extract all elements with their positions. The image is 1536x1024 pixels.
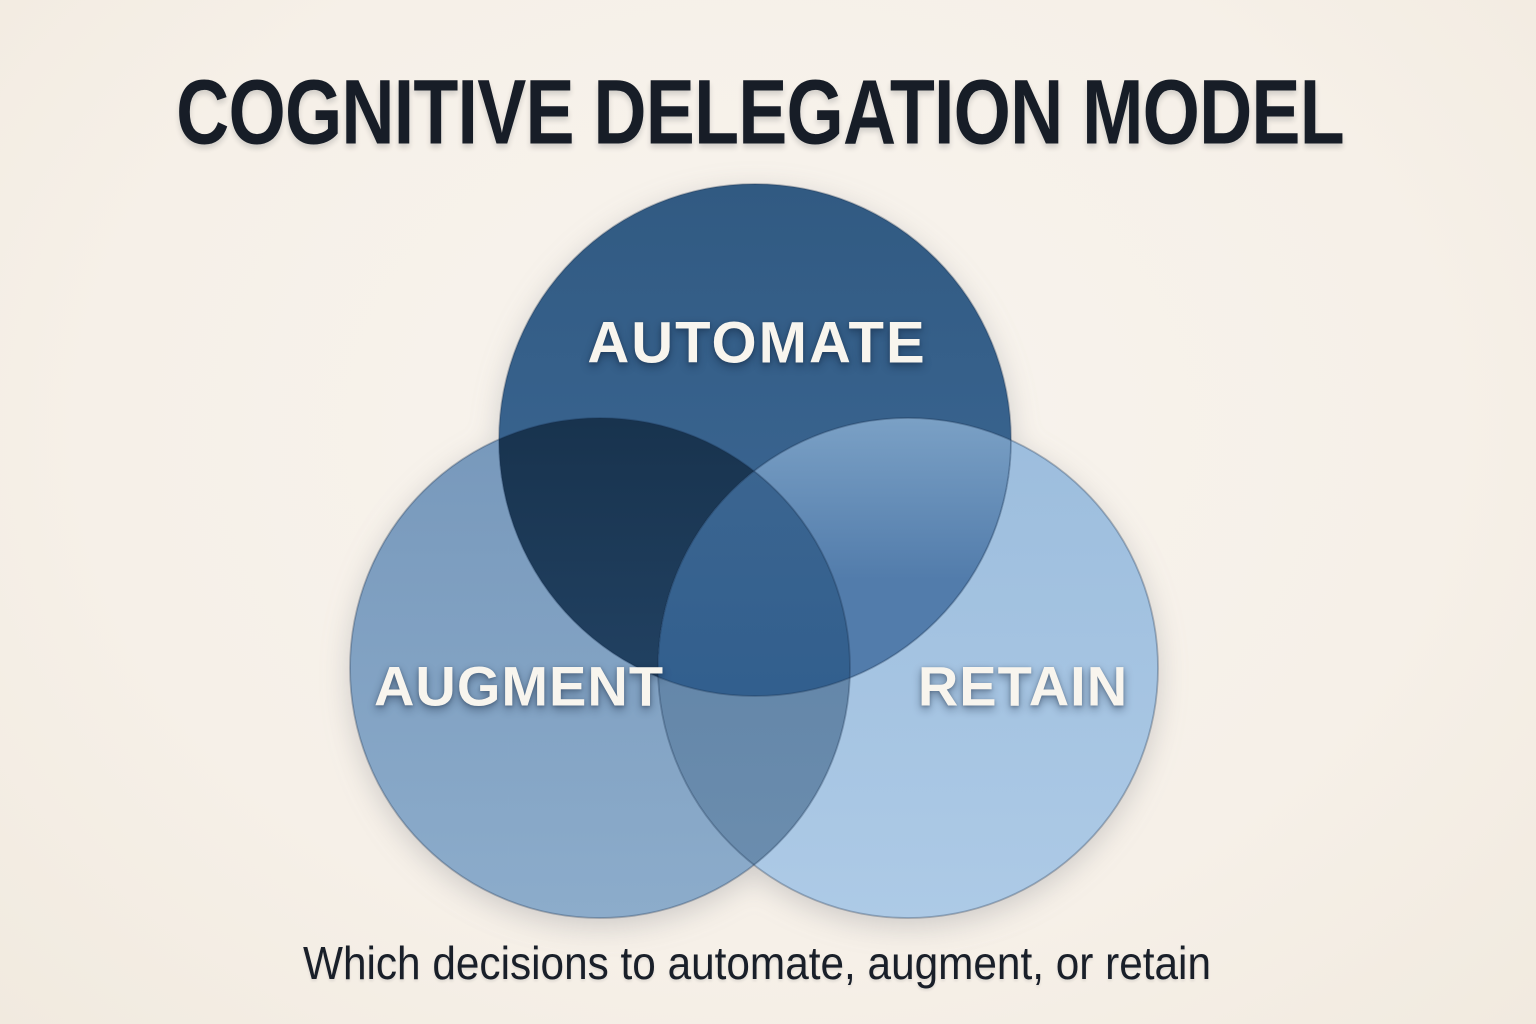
page-title-text: COGNITIVE DELEGATION MODEL [176,61,1345,164]
venn-label-automate: AUTOMATE [587,310,926,377]
venn-outline-augment [349,417,851,919]
page-subtitle: Which decisions to automate, augment, or… [264,936,1251,990]
page-title: COGNITIVE DELEGATION MODEL [30,61,1490,166]
venn-outline-automate [498,183,1012,697]
page-subtitle-text: Which decisions to automate, augment, or… [302,937,1212,989]
venn-label-augment-text: AUGMENT [373,654,665,718]
venn-label-automate-text: AUTOMATE [587,310,927,376]
venn-label-retain: RETAIN [918,654,1128,719]
venn-circles-group [349,183,1159,919]
venn-overlap-center [658,418,850,696]
venn-label-retain-text: RETAIN [917,654,1129,718]
venn-outline-retain [657,417,1159,919]
venn-label-augment: AUGMENT [374,654,664,719]
